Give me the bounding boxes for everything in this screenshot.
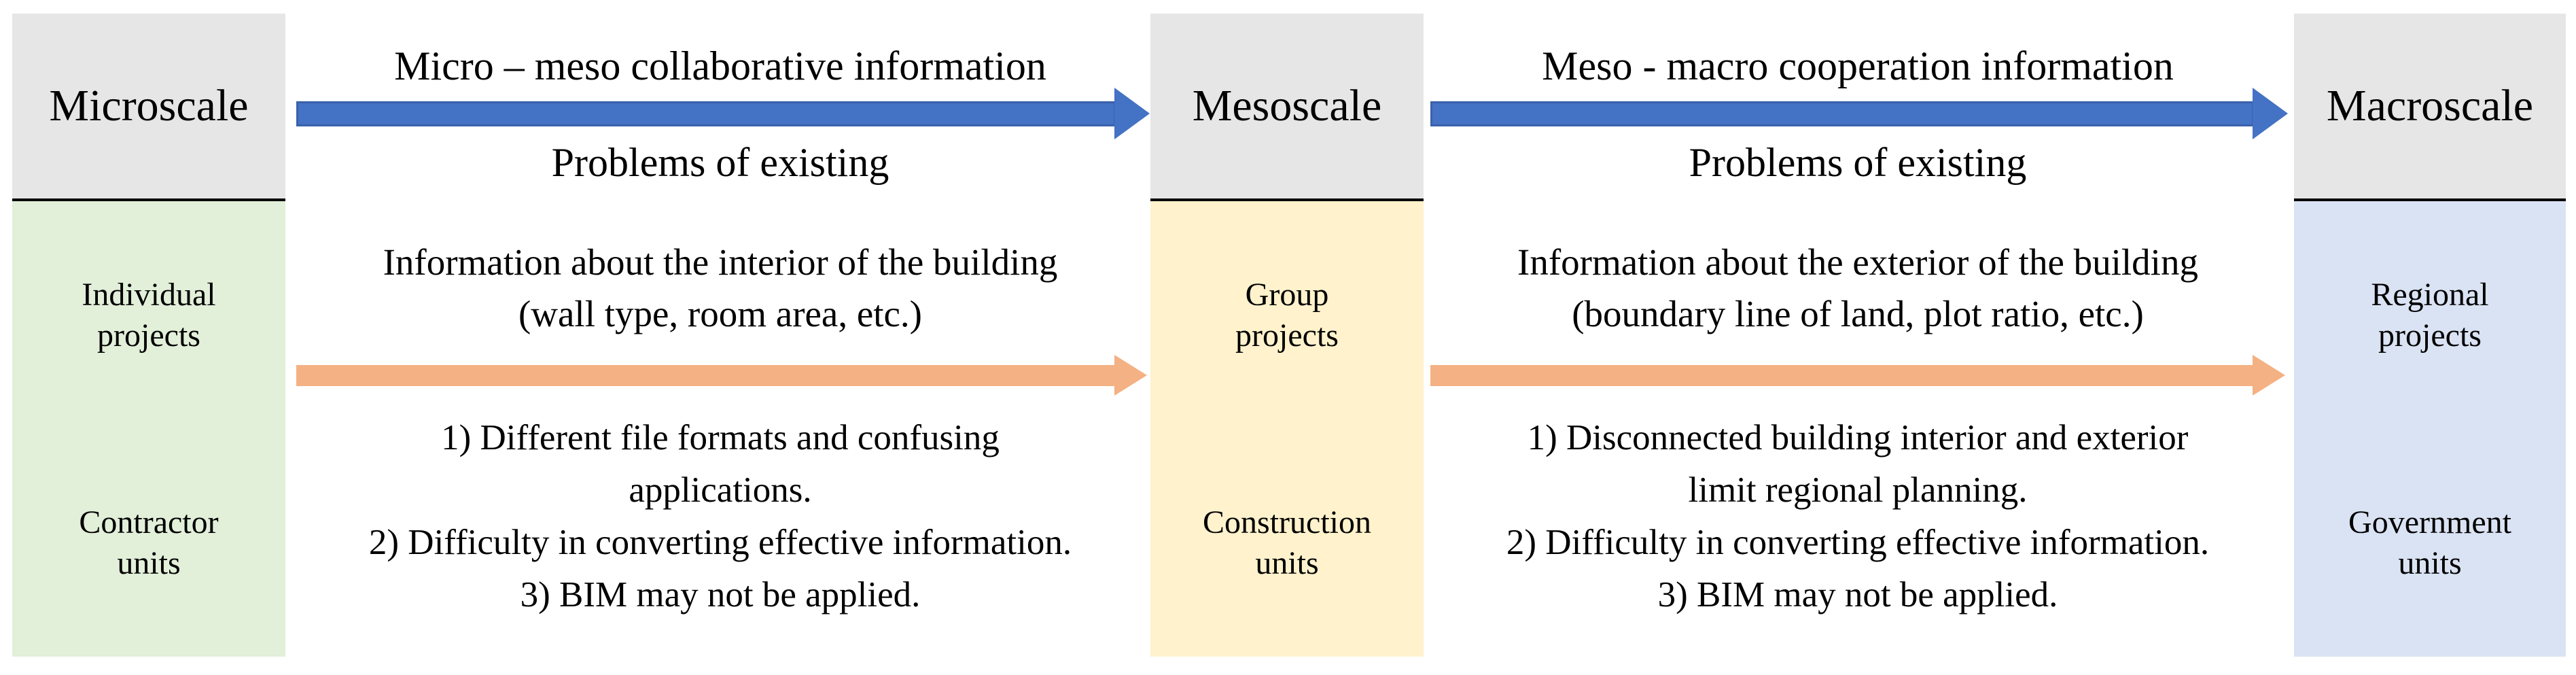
label-line: Government bbox=[2348, 504, 2511, 540]
mesoscale-header: Mesoscale bbox=[1150, 14, 1424, 201]
column-mesoscale: Mesoscale Group projects Construction un… bbox=[1150, 14, 1424, 657]
meso-macro-arrow-shaft bbox=[1430, 101, 2254, 126]
label-line: projects bbox=[1235, 317, 1339, 353]
label-line: Contractor bbox=[79, 504, 219, 540]
label-line: units bbox=[2398, 544, 2462, 581]
mesoscale-header-label: Mesoscale bbox=[1192, 81, 1382, 131]
meso-macro-flow-title: Meso - macro cooperation information bbox=[1542, 44, 2174, 88]
exterior-information-text: Information about the exterior of the bu… bbox=[1419, 237, 2297, 340]
micro-meso-problems-list: 1) Different file formats and confusing … bbox=[285, 412, 1155, 621]
meso-macro-arrow-head bbox=[2253, 88, 2288, 139]
column-macroscale: Macroscale Regional projects Government … bbox=[2294, 14, 2566, 657]
info-line: (wall type, room area, etc.) bbox=[518, 293, 923, 334]
column-microscale: Microscale Individual projects Contracto… bbox=[12, 14, 285, 657]
macroscale-body: Regional projects Government units bbox=[2294, 201, 2566, 657]
problem-line: limit regional planning. bbox=[1688, 470, 2028, 510]
microscale-body: Individual projects Contractor units bbox=[12, 201, 285, 657]
label-group-projects: Group projects bbox=[1150, 201, 1424, 429]
macroscale-header-label: Macroscale bbox=[2326, 81, 2534, 131]
problem-line: 2) Difficulty in converting effective in… bbox=[1506, 523, 2210, 562]
exterior-info-arrow-head bbox=[2253, 355, 2285, 396]
interior-information-text: Information about the interior of the bu… bbox=[285, 237, 1155, 340]
label-government-units: Government units bbox=[2294, 429, 2566, 657]
mesoscale-body: Group projects Construction units bbox=[1150, 201, 1424, 657]
problem-line: 2) Difficulty in converting effective in… bbox=[368, 523, 1072, 562]
interior-info-arrow-head bbox=[1114, 355, 1147, 396]
label-line: Individual bbox=[82, 276, 216, 313]
micro-meso-arrow-head bbox=[1114, 88, 1150, 139]
problem-line: 1) Different file formats and confusing bbox=[441, 418, 1000, 457]
label-construction-units: Construction units bbox=[1150, 429, 1424, 657]
meso-macro-problems-list: 1) Disconnected building interior and ex… bbox=[1419, 412, 2297, 621]
problem-line: 1) Disconnected building interior and ex… bbox=[1527, 418, 2189, 457]
info-line: Information about the interior of the bu… bbox=[383, 241, 1058, 283]
label-line: Group bbox=[1245, 276, 1329, 313]
label-line: projects bbox=[97, 317, 200, 353]
label-line: units bbox=[117, 544, 181, 581]
micro-meso-arrow-shaft bbox=[296, 101, 1116, 126]
microscale-header-label: Microscale bbox=[49, 81, 249, 131]
macroscale-header: Macroscale bbox=[2294, 14, 2566, 201]
meso-macro-problems-heading: Problems of existing bbox=[1689, 140, 2027, 185]
micro-meso-problems-heading: Problems of existing bbox=[551, 140, 889, 185]
label-line: Construction bbox=[1203, 504, 1371, 540]
info-line: (boundary line of land, plot ratio, etc.… bbox=[1572, 293, 2144, 334]
label-line: Regional bbox=[2371, 276, 2489, 313]
exterior-info-arrow-shaft bbox=[1430, 365, 2254, 386]
label-line: projects bbox=[2378, 317, 2482, 353]
interior-info-arrow-shaft bbox=[296, 365, 1116, 386]
label-individual-projects: Individual projects bbox=[12, 201, 285, 429]
problem-line: applications. bbox=[629, 470, 812, 510]
microscale-header: Microscale bbox=[12, 14, 285, 201]
label-line: units bbox=[1255, 544, 1319, 581]
problem-line: 3) BIM may not be applied. bbox=[1657, 575, 2058, 615]
label-regional-projects: Regional projects bbox=[2294, 201, 2566, 429]
micro-meso-flow-title: Micro – meso collaborative information bbox=[394, 44, 1046, 88]
info-line: Information about the exterior of the bu… bbox=[1517, 241, 2198, 283]
label-contractor-units: Contractor units bbox=[12, 429, 285, 657]
problem-line: 3) BIM may not be applied. bbox=[520, 575, 921, 615]
